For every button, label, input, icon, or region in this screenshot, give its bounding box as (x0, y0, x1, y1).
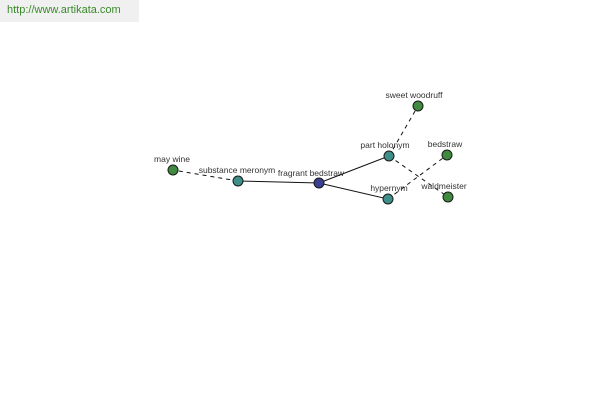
edge-fragrant-bedstraw-to-part-holonym (318, 155, 390, 184)
watermark-link[interactable]: http://www.artikata.com (7, 4, 121, 16)
node-label-may-wine[interactable]: may wine (154, 154, 190, 164)
edge-part-holonym-to-waldmeister (388, 155, 449, 198)
edge-substance-meronym-to-may-wine (172, 169, 239, 182)
node-label-part-holonym[interactable]: part holonym (360, 140, 409, 150)
node-may-wine[interactable] (167, 164, 179, 176)
node-fragrant-bedstraw[interactable] (313, 177, 325, 189)
node-label-waldmeister[interactable]: waldmeister (420, 181, 467, 191)
node-waldmeister[interactable] (442, 191, 454, 203)
node-label-sweet-woodruff[interactable]: sweet woodruff (385, 90, 443, 100)
nodes-layer (167, 100, 454, 205)
node-label-fragrant-bedstraw[interactable]: fragrant bedstraw (278, 168, 345, 178)
node-label-hypernym[interactable]: hypernym (370, 183, 407, 193)
node-bedstraw[interactable] (441, 149, 453, 161)
node-hypernym[interactable] (382, 193, 394, 205)
edges-layer (172, 105, 449, 200)
node-part-holonym[interactable] (383, 150, 395, 162)
edge-part-holonym-to-sweet-woodruff (388, 105, 419, 157)
node-label-substance-meronym[interactable]: substance meronym (199, 165, 276, 175)
node-label-bedstraw[interactable]: bedstraw (428, 139, 463, 149)
edge-fragrant-bedstraw-to-hypernym (318, 182, 389, 200)
node-sweet-woodruff[interactable] (412, 100, 424, 112)
node-substance-meronym[interactable] (232, 175, 244, 187)
watermark-bar: http://www.artikata.com (0, 0, 139, 22)
edge-fragrant-bedstraw-to-substance-meronym (237, 180, 320, 184)
